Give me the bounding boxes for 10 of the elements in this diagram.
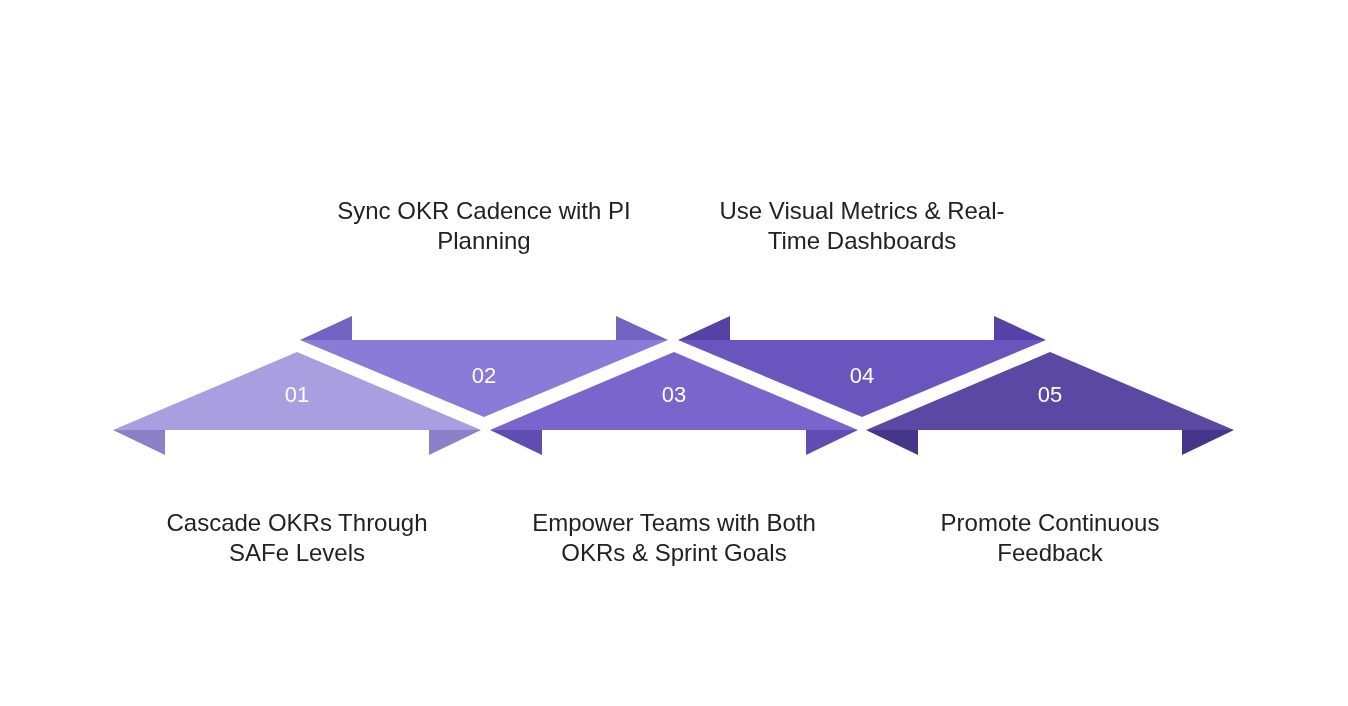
step-label: Cascade OKRs Through SAFe Levels [165, 508, 429, 568]
step-number: 05 [1037, 382, 1063, 408]
step-label: Sync OKR Cadence with PI Planning [336, 196, 632, 256]
step-label: Promote Continuous Feedback [939, 508, 1161, 568]
step-number: 01 [284, 382, 310, 408]
step-label: Use Visual Metrics & Real-Time Dashboards [718, 196, 1006, 256]
step-number: 04 [849, 363, 875, 389]
step-label: Empower Teams with Both OKRs & Sprint Goals [531, 508, 817, 568]
step-number: 03 [661, 382, 687, 408]
step-number: 02 [471, 363, 497, 389]
